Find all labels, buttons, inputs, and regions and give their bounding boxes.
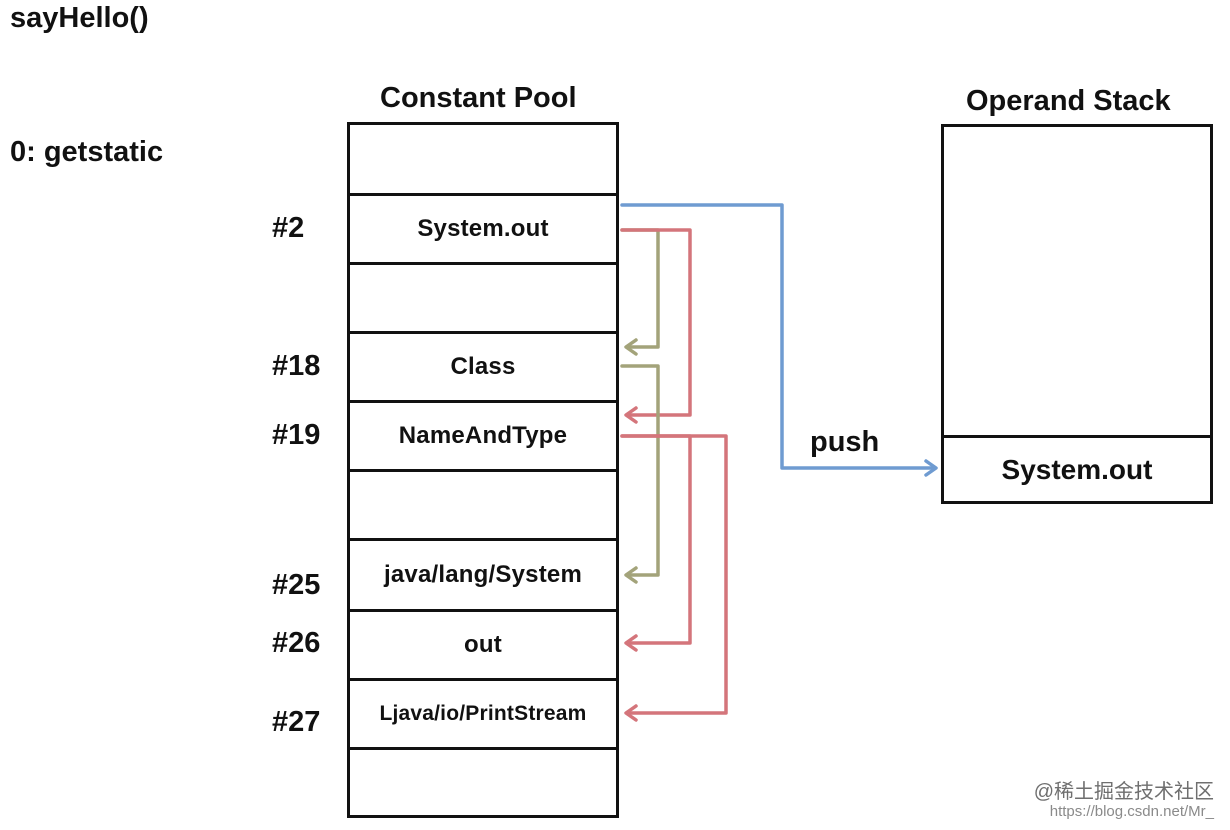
pool-cell-text: Ljava/io/PrintStream	[379, 702, 587, 725]
operand-stack-title: Operand Stack	[966, 85, 1171, 117]
method-title: sayHello()	[10, 2, 149, 34]
constant-pool-title: Constant Pool	[380, 82, 577, 114]
watermark-url: https://blog.csdn.net/Mr_	[1049, 803, 1214, 820]
arrow-nameandtype-to-out	[620, 434, 692, 652]
arrow-system-out-to-class	[620, 228, 660, 356]
constant-pool-table: System.out Class NameAndType java/lang/S…	[347, 122, 619, 818]
pool-cell-text: java/lang/System	[384, 561, 582, 588]
arrow-system-out-to-nameandtype	[620, 228, 692, 424]
push-label: push	[810, 426, 880, 458]
push-arrow	[620, 203, 938, 477]
pool-row-system-out: System.out	[350, 193, 616, 262]
pool-row-empty	[350, 469, 616, 538]
pool-index-25: #25	[272, 569, 321, 601]
pool-cell-text: Class	[450, 353, 516, 380]
pool-cell-text: System.out	[417, 215, 549, 242]
pool-index-18: #18	[272, 350, 321, 382]
instruction-label: 0: getstatic	[10, 136, 164, 168]
pool-index-27: #27	[272, 706, 321, 738]
pool-index-19: #19	[272, 419, 321, 451]
arrow-class-to-java-lang-system	[620, 364, 660, 584]
pool-index-26: #26	[272, 627, 321, 659]
pool-row-out: out	[350, 609, 616, 678]
watermark-brand: @稀土掘金技术社区	[1033, 781, 1214, 803]
pool-row-empty	[350, 262, 616, 331]
operand-stack-box: System.out	[941, 124, 1213, 504]
operand-stack-value: System.out	[1001, 453, 1153, 485]
pool-row-class: Class	[350, 331, 616, 400]
watermark: @稀土掘金技术社区 https://blog.csdn.net/Mr_	[1034, 782, 1214, 822]
pool-index-2: #2	[272, 212, 305, 244]
pool-cell-text: NameAndType	[398, 422, 568, 449]
pool-row-printstream: Ljava/io/PrintStream	[350, 678, 616, 747]
pool-row-empty	[350, 747, 616, 818]
operand-stack-top-slot: System.out	[944, 435, 1210, 501]
pool-cell-text: out	[464, 631, 502, 658]
arrow-nameandtype-to-printstream	[620, 434, 728, 722]
pool-row-java-lang-system: java/lang/System	[350, 538, 616, 609]
pool-row-nameandtype: NameAndType	[350, 400, 616, 469]
